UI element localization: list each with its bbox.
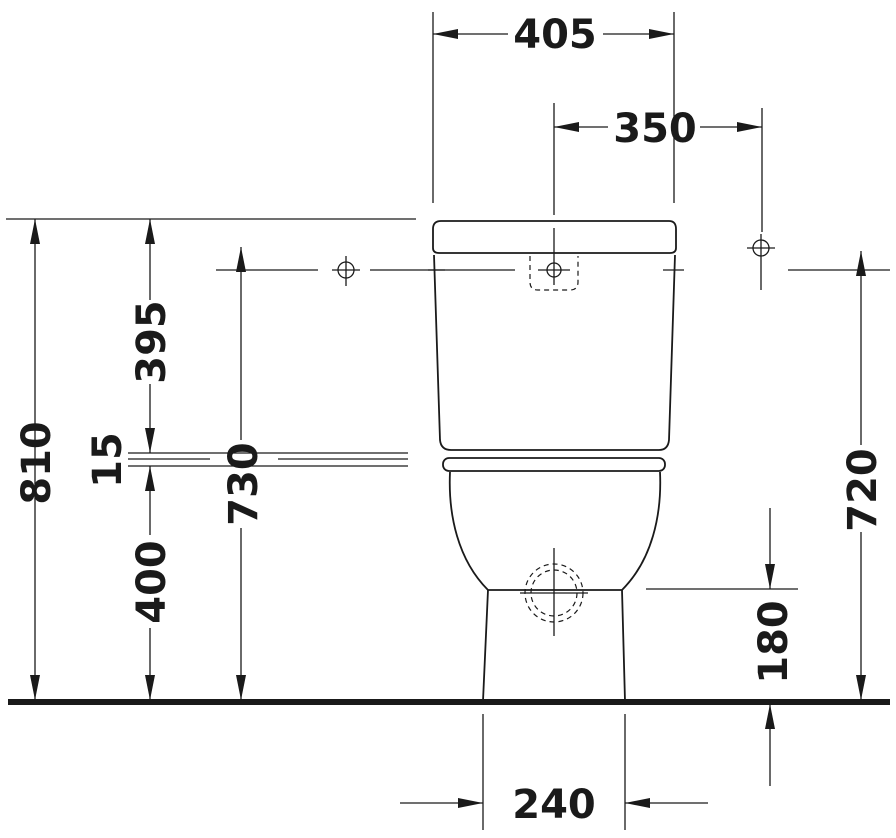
pedestal <box>482 589 626 702</box>
dim-label-730: 730 <box>221 442 267 526</box>
bowl <box>448 471 662 591</box>
dimension-400 <box>145 466 155 700</box>
dim-label-395: 395 <box>129 300 175 384</box>
dim-label-350: 350 <box>613 106 697 152</box>
dimension-395 <box>145 219 155 453</box>
dim-label-405: 405 <box>513 12 597 58</box>
dimension-810 <box>30 219 40 700</box>
cistern-lid <box>432 220 677 254</box>
flush-button-center <box>546 262 562 278</box>
flush-button <box>529 256 579 291</box>
fixing-hole-right <box>747 234 775 262</box>
seat-ring <box>442 457 666 472</box>
cistern-body <box>433 254 676 451</box>
dim-label-810: 810 <box>14 421 60 505</box>
dimension-720 <box>856 251 866 700</box>
dim-label-720: 720 <box>840 448 886 532</box>
dimension-730 <box>236 247 246 700</box>
dim-label-240: 240 <box>512 782 596 828</box>
dimension-240 <box>400 714 708 830</box>
dim-label-15: 15 <box>85 432 131 488</box>
dimension-350 <box>554 108 763 232</box>
dim-label-180: 180 <box>751 600 797 684</box>
dimension-405 <box>432 12 675 203</box>
fixing-hole-left <box>332 256 360 286</box>
dimension-180 <box>646 508 798 786</box>
dim-label-400: 400 <box>129 540 175 624</box>
toilet-front-view <box>432 220 677 702</box>
